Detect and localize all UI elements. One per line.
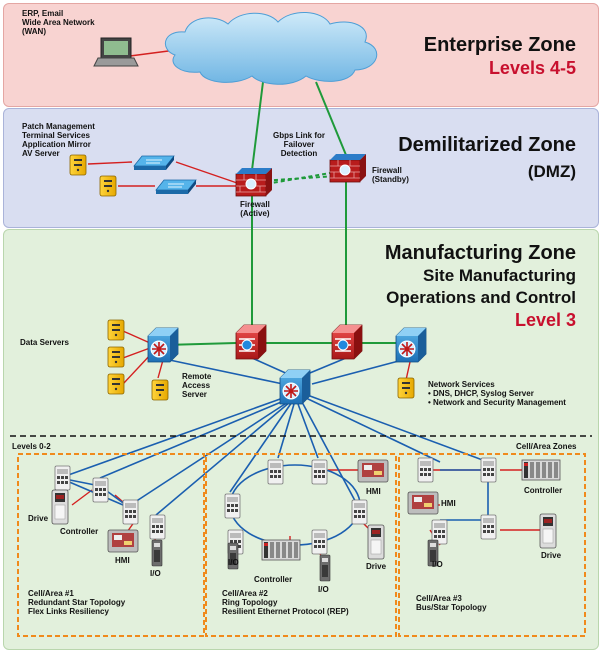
controller1-label: Controller — [60, 527, 99, 536]
data-servers-label: Data Servers — [20, 338, 69, 347]
levels-02-label: Levels 0-2 — [12, 442, 51, 451]
switch-icon — [155, 179, 197, 195]
switch-icon — [149, 514, 166, 540]
dmz-title: Demilitarized Zone — [398, 134, 576, 156]
router-icon — [147, 327, 179, 363]
switch-icon — [133, 155, 175, 171]
io2b-label: I/O — [318, 585, 329, 594]
switch-icon — [122, 499, 139, 525]
server-icon — [107, 319, 125, 341]
enterprise-title: Enterprise Zone — [423, 34, 576, 56]
drive-icon — [539, 513, 557, 549]
io2-label: I/O — [228, 558, 239, 567]
controller2-label: Controller — [254, 575, 293, 584]
switch-icon — [351, 499, 368, 525]
switch-icon — [311, 459, 328, 485]
router-icon — [331, 324, 363, 360]
drive3-label: Drive — [541, 551, 562, 560]
router-icon — [279, 369, 311, 405]
hmi2-label: HMI — [366, 487, 381, 496]
io1-label: I/O — [150, 569, 161, 578]
server-icon — [397, 377, 415, 399]
hmi-icon — [357, 459, 389, 483]
router-icon — [395, 327, 427, 363]
switch-icon — [311, 529, 328, 555]
controller-icon — [261, 539, 301, 561]
drive-icon — [51, 489, 69, 525]
controller-icon — [521, 459, 561, 481]
laptop-icon — [93, 37, 139, 67]
green-links — [164, 81, 398, 346]
switch-icon — [267, 459, 284, 485]
mfg-title: Manufacturing Zone — [384, 242, 576, 264]
fw-standby-label: Firewall(Standby) — [372, 166, 409, 184]
firewall-icon — [329, 153, 367, 183]
server-icon — [107, 373, 125, 395]
switch-icon — [417, 457, 434, 483]
dmz-zone — [3, 108, 599, 228]
hmi3-label: HMI — [441, 499, 456, 508]
manufacturing-zone — [3, 229, 599, 650]
switch-icon — [92, 477, 109, 503]
server-icon — [107, 346, 125, 368]
io-icon — [319, 554, 331, 582]
dmz-subtitle: (DMZ) — [527, 162, 576, 181]
io3-label: I/O — [432, 560, 443, 569]
switch-icon — [224, 493, 241, 519]
hmi-icon — [107, 529, 139, 553]
cloud-icon — [165, 11, 378, 85]
mfg-level: Level 3 — [514, 310, 576, 330]
enterprise-levels: Levels 4-5 — [488, 58, 576, 78]
drive1-label: Drive — [28, 514, 49, 523]
controller3-label: Controller — [524, 486, 563, 495]
cell-zones-label: Cell/Area Zones — [516, 442, 577, 451]
hmi-icon — [407, 491, 439, 515]
switch-icon — [480, 457, 497, 483]
firewall-icon — [235, 167, 273, 197]
io-icon — [151, 539, 163, 567]
router-icon — [235, 324, 267, 360]
network-services-label: Network Services• DNS, DHCP, Syslog Serv… — [428, 380, 566, 407]
mfg-line3: Operations and Control — [386, 288, 576, 307]
server-icon — [151, 379, 169, 401]
server-icon — [69, 154, 87, 176]
drive2-label: Drive — [366, 562, 387, 571]
hmi1-label: HMI — [115, 556, 130, 565]
switch-icon — [54, 465, 71, 491]
cell-area-boxes — [17, 453, 586, 637]
fw-active-label: Firewall(Active) — [240, 200, 270, 218]
switch-icon — [480, 514, 497, 540]
drive-icon — [367, 524, 385, 560]
server-icon — [99, 175, 117, 197]
mfg-line2: Site Manufacturing — [422, 266, 576, 285]
